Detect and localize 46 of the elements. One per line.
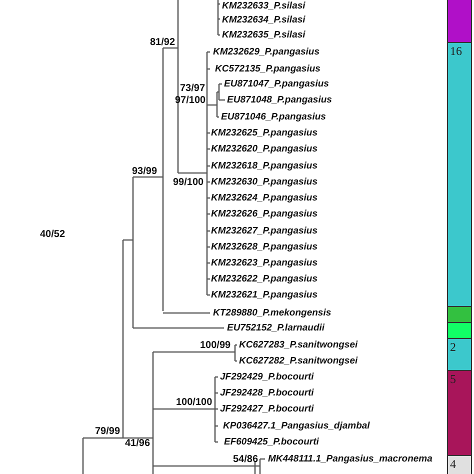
taxon-label: KM232635_P.silasi: [222, 30, 306, 40]
bootstrap-value: 81/92: [150, 38, 176, 48]
taxon-label: EU752152_P.larnaudii: [227, 323, 325, 333]
taxon-label: KM232627_P.pangasius: [211, 226, 318, 236]
clade-color-band: [447, 306, 472, 323]
taxon-label: EU871048_P.pangasius: [227, 95, 332, 105]
taxon-label: KM232622_P.pangasius: [211, 274, 318, 284]
taxon-label: KM232624_P.pangasius: [211, 193, 318, 203]
clade-color-band: [447, 0, 472, 43]
taxon-label: KP036427.1_Pangasius_djambal: [223, 421, 370, 431]
bootstrap-value: 40/52: [40, 230, 66, 240]
taxon-label: KM232626_P.pangasius: [211, 209, 318, 219]
bootstrap-value: 79/99: [95, 427, 120, 437]
taxon-label: KM232628_P.pangasius: [211, 242, 318, 252]
taxon-label: KC572135_P.pangasius: [215, 64, 320, 74]
taxon-label: KM232629_P.pangasius: [213, 47, 320, 57]
taxon-label: KM232620_P.pangasius: [211, 144, 318, 154]
bootstrap-value: 41/96: [125, 439, 150, 449]
taxon-label: EF609425_P.bocourti: [224, 437, 319, 447]
taxon-label: KC627282_P.sanitwongsei: [239, 356, 358, 366]
bootstrap-value: 93/99: [132, 167, 158, 177]
clade-color-band: 16: [447, 42, 472, 307]
taxon-label: EU871046_P.pangasius: [221, 112, 326, 122]
taxon-label: KM232621_P.pangasius: [211, 290, 318, 300]
taxon-label: KM232630_P.pangasius: [211, 177, 318, 187]
taxon-label: MK448111.1_Pangasius_macronema: [268, 454, 432, 464]
taxon-label: KT289880_P.mekongensis: [213, 308, 332, 318]
bootstrap-value: 99/100: [173, 178, 204, 188]
bootstrap-value: 54/86: [233, 455, 258, 465]
taxon-label: KM232625_P.pangasius: [211, 128, 318, 138]
bootstrap-value: 73/97: [180, 84, 206, 94]
taxon-label: KM232634_P.silasi: [222, 15, 306, 25]
taxon-label: JF292428_P.bocourti: [220, 388, 314, 398]
taxon-label: KC627283_P.sanitwongsei: [239, 340, 358, 350]
taxon-label: KM232633_P.silasi: [222, 1, 306, 11]
taxon-label: JF292429_P.bocourti: [220, 372, 314, 382]
clade-color-band: 2: [447, 338, 472, 371]
taxon-label: KM232618_P.pangasius: [211, 161, 318, 171]
taxon-label: JF292427_P.bocourti: [220, 404, 314, 414]
taxon-label: KM232623_P.pangasius: [211, 258, 318, 268]
bootstrap-value: 100/99: [200, 341, 231, 351]
bootstrap-value: 100/100: [176, 398, 212, 408]
clade-color-band: 4: [447, 455, 472, 474]
clade-color-band: [447, 322, 472, 339]
clade-color-band: 5: [447, 370, 472, 456]
taxon-label: EU871047_P.pangasius: [224, 79, 329, 89]
